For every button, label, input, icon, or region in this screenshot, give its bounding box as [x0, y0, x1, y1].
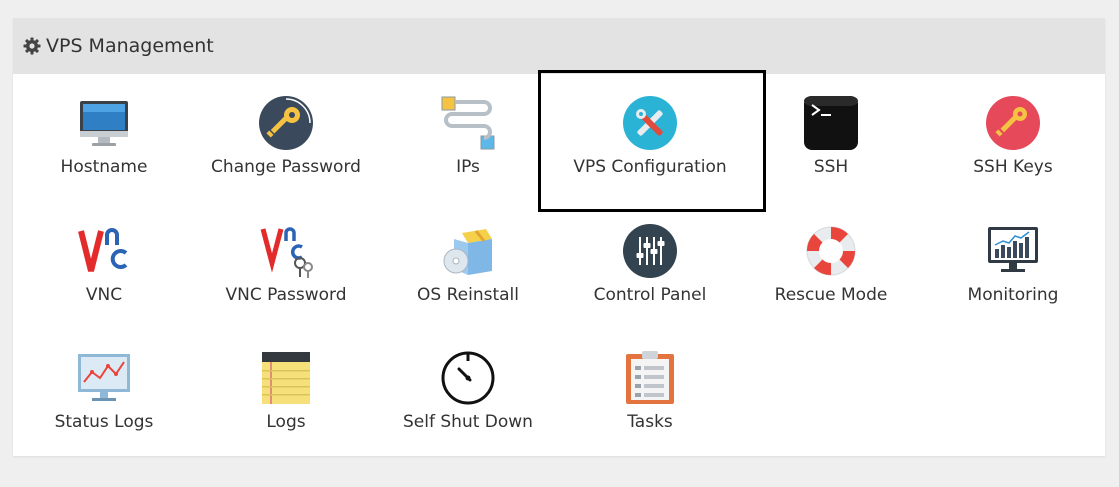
tile-tasks[interactable]: Tasks [559, 350, 741, 470]
tile-label: Control Panel [593, 285, 707, 305]
tile-vnc[interactable]: VNC [13, 223, 195, 343]
selection-highlight [538, 70, 766, 212]
tile-label: Change Password [211, 157, 361, 177]
tile-label: VNC Password [225, 285, 347, 305]
panel-header: VPS Management [13, 18, 1105, 74]
vnc-password-icon [258, 223, 314, 279]
gear-icon [23, 37, 41, 55]
tile-label: Logs [266, 412, 306, 432]
vps-management-panel: VPS Management [13, 18, 1105, 456]
tile-label: Tasks [627, 412, 673, 432]
monitor-icon [76, 95, 132, 151]
tile-change-password[interactable]: Change Password [195, 95, 377, 215]
tile-self-shut-down[interactable]: Self Shut Down [377, 350, 559, 470]
tile-monitoring[interactable]: Monitoring [922, 223, 1104, 343]
tile-label: VNC [85, 285, 123, 305]
tile-vnc-password[interactable]: VNC Password [195, 223, 377, 343]
panel-title: VPS Management [46, 35, 214, 57]
clipboard-icon [622, 350, 678, 406]
tile-label: Hostname [60, 157, 148, 177]
tile-logs[interactable]: Logs [195, 350, 377, 470]
tile-label: Self Shut Down [403, 412, 533, 432]
tile-ssh[interactable]: SSH [740, 95, 922, 215]
tile-label: SSH Keys [973, 157, 1053, 177]
terminal-icon [803, 95, 859, 151]
tile-ssh-keys[interactable]: SSH Keys [922, 95, 1104, 215]
tile-label: Status Logs [54, 412, 154, 432]
tile-label: Rescue Mode [774, 285, 888, 305]
tile-rescue-mode[interactable]: Rescue Mode [740, 223, 922, 343]
wrench-screwdriver-icon [622, 95, 678, 151]
tile-vps-configuration[interactable]: VPS Configuration [559, 95, 741, 215]
tile-label: VPS Configuration [573, 157, 727, 177]
vnc-icon [76, 223, 132, 279]
sliders-icon [622, 223, 678, 279]
tile-label: Monitoring [967, 285, 1059, 305]
tile-os-reinstall[interactable]: OS Reinstall [377, 223, 559, 343]
ssh-key-icon [985, 95, 1041, 151]
tile-ips[interactable]: IPs [377, 95, 559, 215]
tile-label: OS Reinstall [417, 285, 519, 305]
notepad-icon [258, 350, 314, 406]
tile-status-logs[interactable]: Status Logs [13, 350, 195, 470]
chart-monitor-icon [985, 223, 1041, 279]
tile-control-panel[interactable]: Control Panel [559, 223, 741, 343]
status-chart-icon [76, 350, 132, 406]
lifebuoy-icon [803, 223, 859, 279]
key-icon [258, 95, 314, 151]
network-icon [440, 95, 496, 151]
timer-icon [440, 350, 496, 406]
tile-label: IPs [456, 157, 480, 177]
disc-box-icon [440, 223, 496, 279]
tile-label: SSH [813, 157, 849, 177]
tile-hostname[interactable]: Hostname [13, 95, 195, 215]
